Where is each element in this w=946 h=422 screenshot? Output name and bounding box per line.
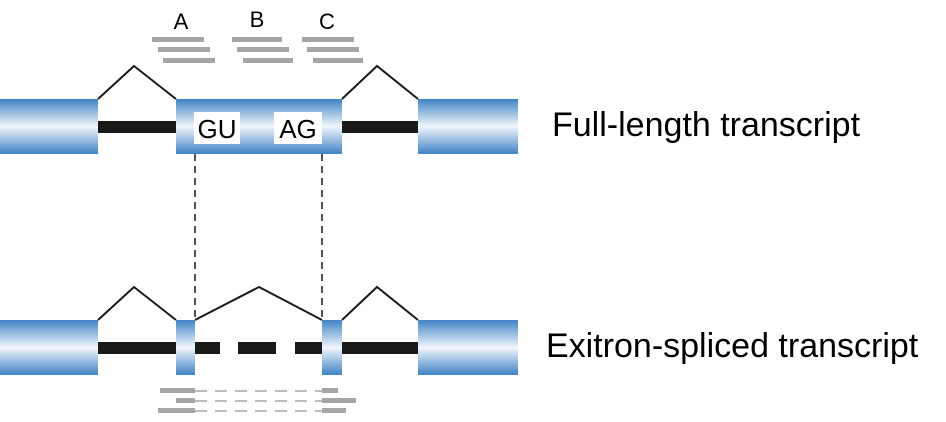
exitron-gap [238, 342, 276, 354]
acceptor-motif-box [274, 112, 322, 144]
exon [0, 320, 98, 375]
splice-junction [97, 64, 177, 100]
donor-motif-label: GU [198, 114, 237, 144]
full-length-transcript-label: Full-length transcript [552, 106, 861, 144]
intron-line [98, 121, 176, 133]
read-label-c: C [319, 9, 335, 34]
splice-junction [341, 285, 419, 321]
exitron-spliced-transcript-label: Exitron-spliced transcript [546, 327, 919, 365]
exitron-spliced-transcript [0, 285, 518, 375]
reads-bottom [158, 388, 356, 413]
read-label-b: B [250, 7, 265, 32]
exitron-gap [295, 342, 322, 354]
exon [0, 99, 98, 154]
exon [418, 99, 518, 154]
intron-line [342, 342, 420, 354]
exon-fragment [322, 320, 342, 375]
donor-motif-box [194, 112, 240, 144]
read-label-a: A [174, 9, 189, 34]
splice-junction [97, 285, 177, 321]
splice-junction [341, 64, 419, 100]
reads-top [152, 37, 363, 63]
full-length-transcript: GU AG [0, 64, 518, 154]
exitron-gap [195, 342, 220, 354]
acceptor-motif-label: AG [279, 114, 317, 144]
exon-fragment [176, 320, 195, 375]
intron-line [342, 121, 420, 133]
intron-line [98, 342, 176, 354]
exon [418, 320, 518, 375]
exitron-splice-junction [194, 285, 323, 321]
